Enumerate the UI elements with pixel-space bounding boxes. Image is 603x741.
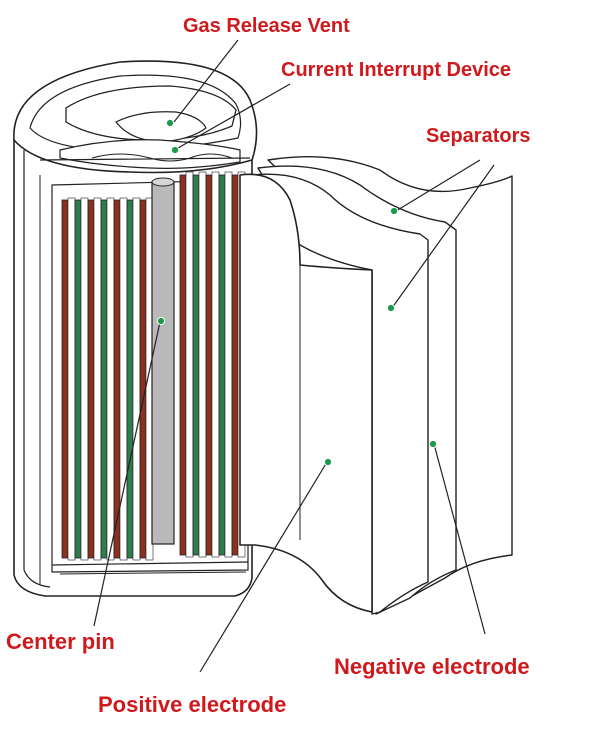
separator-strip bbox=[185, 171, 194, 558]
leader-center-pin bbox=[93, 321, 161, 627]
bottom-insulator-line bbox=[51, 561, 249, 566]
positive-electrode-sheet bbox=[239, 173, 373, 613]
cathode-strip bbox=[179, 174, 187, 556]
anode-strip bbox=[126, 199, 134, 559]
marker-center-pin bbox=[156, 316, 166, 326]
anode-strip bbox=[74, 199, 82, 559]
anode-strip bbox=[192, 174, 200, 556]
marker-gas-release-vent bbox=[165, 118, 175, 128]
leader-separator-2 bbox=[391, 164, 495, 309]
electrode-winding bbox=[61, 171, 248, 561]
current-interrupt-plate bbox=[59, 139, 241, 169]
separator-strip bbox=[119, 197, 128, 561]
center-pin-shape bbox=[151, 181, 175, 545]
label-positive-electrode: Positive electrode bbox=[98, 692, 287, 717]
label-markers bbox=[156, 118, 438, 467]
anode-strip bbox=[100, 199, 108, 559]
separator-strip bbox=[67, 197, 76, 561]
separator-strip bbox=[132, 197, 141, 561]
cathode-strip bbox=[231, 174, 239, 556]
marker-positive-electrode bbox=[323, 457, 333, 467]
separator-strip bbox=[80, 197, 89, 561]
bottom-insulator-line-2 bbox=[59, 571, 247, 575]
label-center-pin: Center pin bbox=[6, 629, 115, 654]
label-separators: Separators bbox=[426, 125, 531, 147]
marker-separator-2 bbox=[386, 303, 396, 313]
leader-separator-1 bbox=[395, 159, 481, 212]
can-inner-wall bbox=[23, 150, 51, 588]
gasket-line bbox=[39, 157, 251, 161]
center-pin-top bbox=[151, 177, 175, 187]
cathode-strip bbox=[205, 174, 213, 556]
marker-negative-electrode bbox=[428, 439, 438, 449]
marker-separator-1 bbox=[389, 206, 399, 216]
cathode-strip bbox=[139, 199, 147, 559]
interrupt-contact-wave bbox=[91, 153, 233, 162]
unrolled-sheets bbox=[239, 155, 513, 615]
leader-gas-release-vent bbox=[173, 39, 239, 123]
label-current-interrupt-device: Current Interrupt Device bbox=[281, 59, 512, 81]
label-negative-electrode: Negative electrode bbox=[334, 654, 530, 679]
cathode-strip bbox=[113, 199, 121, 559]
leader-positive-electrode bbox=[199, 461, 328, 673]
separator-sheet-front bbox=[251, 173, 429, 615]
anode-strip bbox=[218, 174, 226, 556]
cathode-strip bbox=[87, 199, 95, 559]
cathode-strip bbox=[61, 199, 69, 559]
separator-strip bbox=[106, 197, 115, 561]
leader-negative-electrode bbox=[433, 443, 486, 635]
leader-lines bbox=[93, 39, 495, 673]
leader-current-interrupt-device bbox=[177, 83, 291, 149]
separator-strip bbox=[211, 171, 220, 558]
separator-strip bbox=[93, 197, 102, 561]
label-gas-release-vent: Gas Release Vent bbox=[183, 15, 350, 37]
top-cap-assembly bbox=[13, 60, 258, 174]
marker-current-interrupt-device bbox=[170, 145, 180, 155]
separator-strip bbox=[224, 171, 233, 558]
separator-strip bbox=[198, 171, 207, 558]
